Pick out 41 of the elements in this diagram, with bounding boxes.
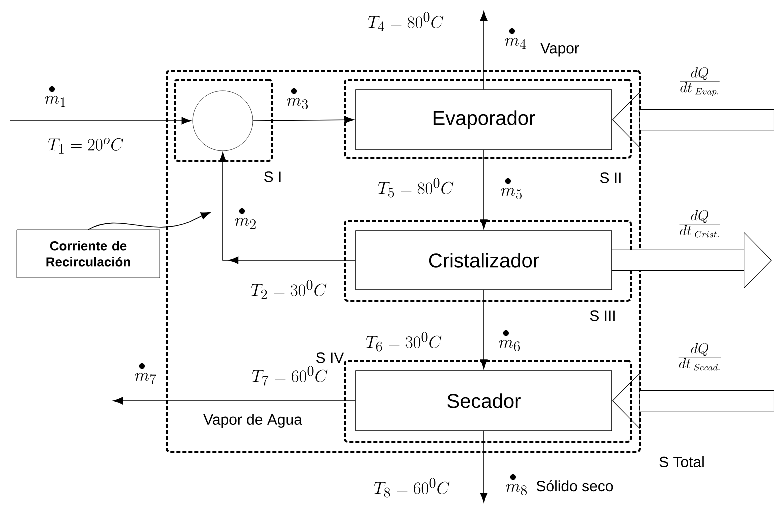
flow-arrow [252,116,354,124]
flow-arrow [480,290,488,370]
mass-flow-label: $\overset{\bullet}{m}_8$ [506,474,528,496]
node-label: S II [600,172,621,184]
node-label: S III [590,310,615,322]
mass-flow-label: $\overset{\bullet}{m}_2$ [235,208,256,230]
mass-flow-label: $\overset{\bullet}{m}_4$ [505,28,526,50]
flow-arrow [219,152,356,264]
process-box: Evaporador [356,90,612,150]
mixer-circle [192,90,254,152]
heat-rate-label: $\frac{dQ}{dt_{\;Crist.}}$ [680,210,720,238]
temperature-label: $T_8 = 60^0 C$ [374,478,450,498]
temperature-label: $T_2 = 30^0 C$ [251,280,327,300]
mass-flow-label: $\overset{\bullet}{m}_6$ [499,330,520,352]
process-box: Secador [356,370,612,432]
temperature-label: $T_1 = 20^o C$ [48,138,124,154]
process-box: Cristalizador [356,230,612,290]
flow-arrow [480,150,488,230]
flow-arrow [113,397,356,405]
mass-flow-label: $\overset{\bullet}{m}_7$ [135,364,156,384]
temperature-label: $T_6 = 30^0 C$ [366,332,442,352]
heat-rate-label: $\frac{dQ}{dt_{\;Evap.}}$ [680,67,720,96]
mass-flow-label: $\overset{\bullet}{m}_1$ [45,86,66,108]
temperature-label: $T_7 = 60^0 C$ [252,366,328,386]
leader-line [88,212,211,230]
stream-label: Sólido seco [536,480,614,492]
node-label: S IV [316,352,344,364]
flow-arrow [10,117,192,125]
system-boundary: S I [174,79,281,182]
stream-label: Vapor [540,43,580,57]
temperature-label: $T_5 = 80^0 C$ [378,178,454,198]
flow-arrow [480,431,488,503]
node-label: S Total [660,456,704,468]
mass-flow-label: $\overset{\bullet}{m}_5$ [501,178,522,200]
temperature-label: $T_4 = 80^0 C$ [368,12,444,32]
mass-flow-label: $\overset{\bullet}{m}_3$ [287,88,308,110]
callout-box: Corriente de Recirculación [16,230,160,278]
node-label: S I [264,172,281,182]
flow-arrow [480,11,488,90]
stream-label: Vapor de Agua [204,414,302,428]
heat-rate-label: $\frac{dQ}{dt_{\;Secad.}}$ [678,343,722,371]
